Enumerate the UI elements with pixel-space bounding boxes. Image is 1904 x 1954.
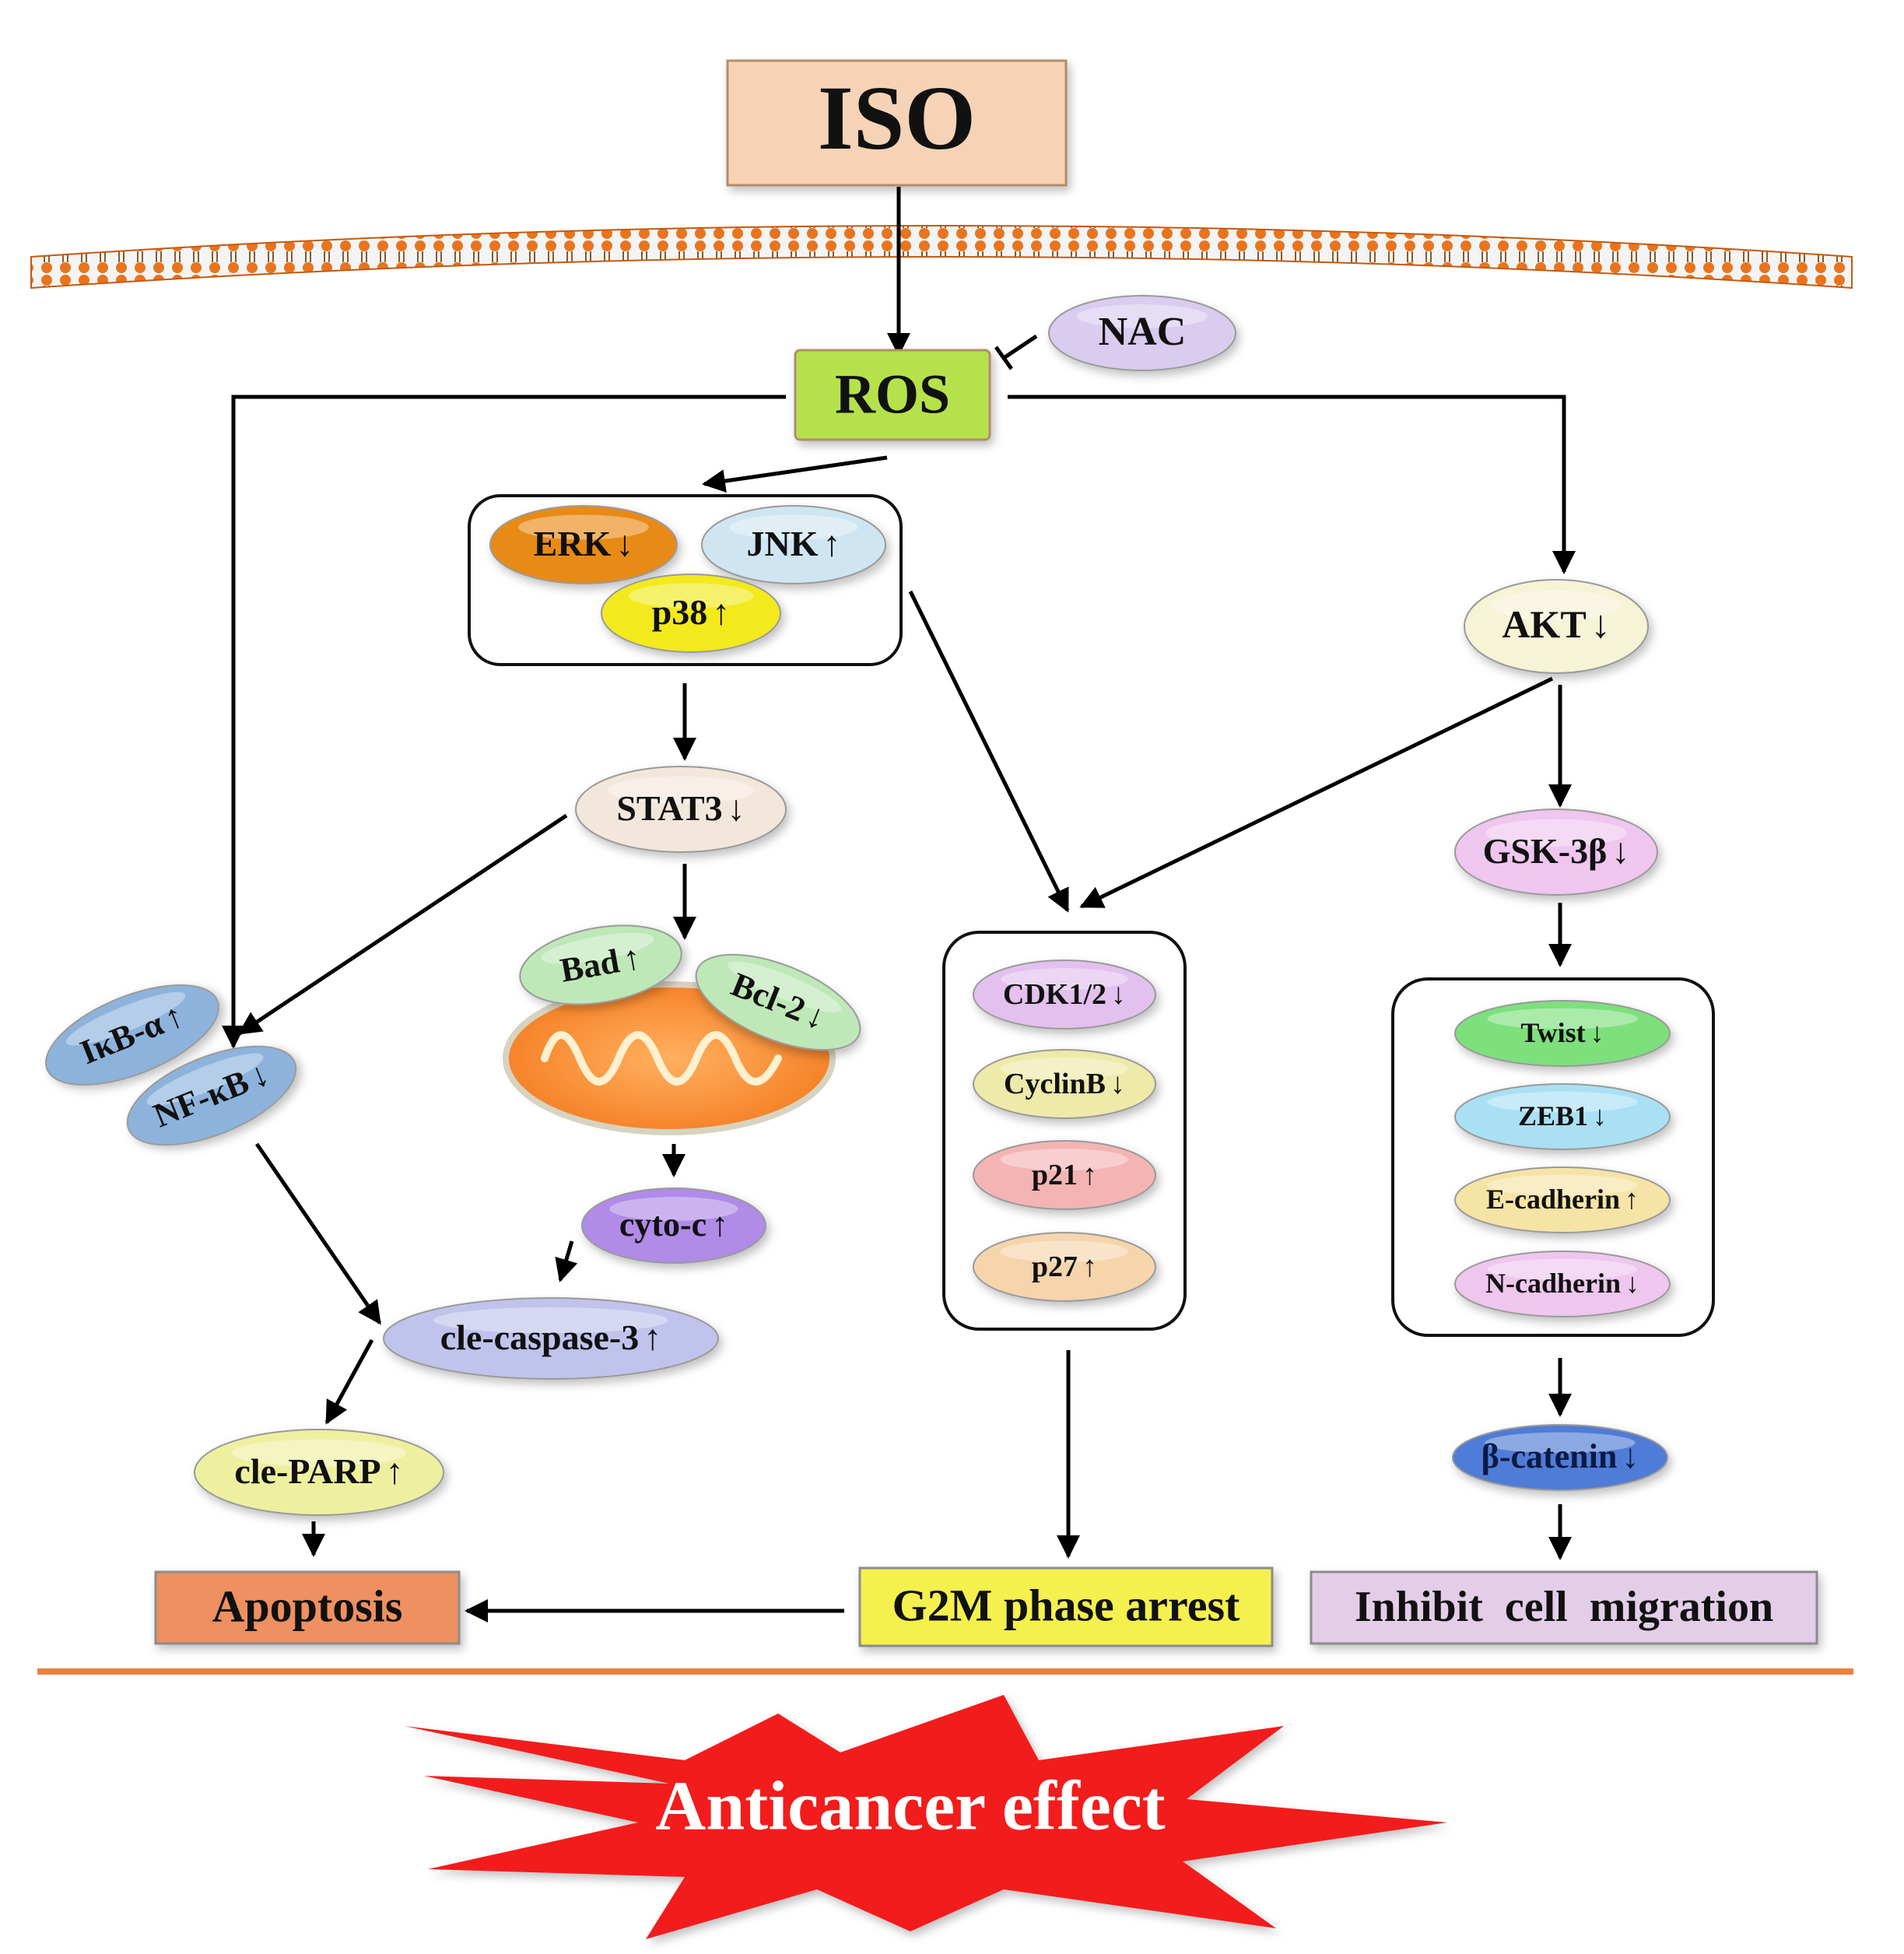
twist-label: Twist↓ [1520, 1017, 1604, 1048]
jnk-node: JNK↑ [701, 505, 886, 584]
cyclinb-node: CyclinB↓ [973, 1049, 1156, 1119]
p21-node: p21↑ [973, 1140, 1156, 1210]
anticancer-effect-label: Anticancer effect [655, 1768, 1166, 1845]
bcatenin-label: β-catenin↓ [1481, 1437, 1639, 1475]
cdk12-node: CDK1/2↓ [973, 959, 1156, 1030]
ncadherin-label: N-cadherin↓ [1485, 1268, 1639, 1299]
zeb1-regulation-arrow: ↓ [1593, 1100, 1607, 1131]
clecaspase3-node: cle-caspase-3↑ [383, 1297, 719, 1380]
cdk12-label: CDK1/2↓ [1003, 978, 1126, 1011]
twist-node: Twist↓ [1454, 1000, 1671, 1067]
cell-membrane [30, 225, 1853, 289]
arrow-caspase-parp [324, 1338, 374, 1425]
zeb1-label: ZEB1↓ [1518, 1100, 1607, 1131]
ncadherin-regulation-arrow: ↓ [1625, 1268, 1639, 1299]
nfkb-node: NF-κB↓ [126, 1045, 297, 1146]
p38-label: p38↑ [652, 592, 731, 632]
twist-regulation-arrow: ↓ [1590, 1017, 1604, 1048]
erk-node: ERK↓ [489, 505, 678, 584]
ecadherin-node: E-cadherin↑ [1454, 1166, 1671, 1233]
p21-label: p21↑ [1032, 1159, 1097, 1191]
bad-node: Bad↑ [519, 924, 682, 1005]
arrow-ros-ikba [222, 395, 786, 1049]
clecaspase3-label: cle-caspase-3↑ [440, 1317, 661, 1357]
p38-node: p38↑ [601, 574, 781, 653]
gsk3b-regulation-arrow: ↓ [1611, 831, 1629, 871]
burst-shape [405, 1695, 1447, 1939]
ncadherin-node: N-cadherin↓ [1454, 1251, 1671, 1317]
g2m-label: G2M phase arrest [892, 1580, 1240, 1630]
akt-regulation-arrow: ↓ [1591, 602, 1611, 646]
arrow-ros-akt [1008, 395, 1576, 574]
bcatenin-regulation-arrow: ↓ [1622, 1437, 1639, 1475]
akt-node: AKT↓ [1464, 579, 1649, 674]
gsk3b-label: GSK-3β↓ [1483, 831, 1630, 871]
ikba-node: IκB-α↑ [45, 984, 219, 1086]
mapk-group-box [468, 494, 903, 666]
g2m-outcome: G2M phase arrest [858, 1566, 1274, 1647]
iso-node: ISO [726, 59, 1068, 187]
cleparp-node: cle-PARP↑ [194, 1429, 444, 1516]
ros-label: ROS [835, 363, 950, 425]
cytoc-node: cyto-c↑ [581, 1187, 766, 1264]
p27-label: p27↑ [1032, 1251, 1097, 1283]
apoptosis-label: Apoptosis [212, 1580, 403, 1631]
bcl2-node: Bcl-2↓ [695, 953, 861, 1051]
apoptosis-outcome: Apoptosis [154, 1570, 461, 1645]
ros-node: ROS [794, 349, 991, 441]
stat3-label: STAT3↓ [616, 788, 745, 828]
cdk12-regulation-arrow: ↓ [1111, 978, 1126, 1011]
emt-group-box [1391, 977, 1715, 1337]
p21-regulation-arrow: ↑ [1082, 1159, 1097, 1191]
arrow-stat3-nfkb [237, 813, 568, 1036]
erk-label: ERK↓ [534, 524, 634, 563]
arrow-ros-mapk [702, 455, 888, 493]
cytoc-label: cyto-c↑ [619, 1205, 728, 1244]
gsk3b-node: GSK-3β↓ [1454, 809, 1658, 896]
arrow-nfkb-caspase [254, 1142, 382, 1325]
clecaspase3-regulation-arrow: ↑ [643, 1317, 661, 1357]
cytoc-regulation-arrow: ↑ [711, 1205, 728, 1244]
iso-label: ISO [818, 67, 976, 169]
arrow-akt-cellcycle [1079, 676, 1554, 909]
cyclinb-label: CyclinB↓ [1004, 1068, 1125, 1100]
erk-regulation-arrow: ↓ [615, 524, 633, 563]
stat3-node: STAT3↓ [575, 766, 787, 853]
p27-regulation-arrow: ↑ [1082, 1251, 1097, 1283]
cell-cycle-group-box [942, 931, 1187, 1331]
akt-label: AKT↓ [1502, 602, 1610, 646]
ecadherin-label: E-cadherin↑ [1486, 1184, 1639, 1215]
arrow-cytoc-caspase [555, 1240, 578, 1282]
cyclinb-regulation-arrow: ↓ [1110, 1068, 1125, 1100]
ecadherin-regulation-arrow: ↑ [1625, 1184, 1639, 1215]
inhibition-nac-ros [994, 334, 1038, 370]
migration-label: Inhibit cell migration [1355, 1583, 1773, 1631]
jnk-label: JNK↑ [747, 524, 841, 563]
stat3-regulation-arrow: ↓ [728, 788, 745, 828]
group-boxes [468, 494, 1715, 1337]
arrow-mapk-cellcycle [908, 590, 1070, 913]
bcatenin-node: β-catenin↓ [1452, 1424, 1668, 1491]
cleparp-regulation-arrow: ↑ [386, 1451, 404, 1491]
nac-node: NAC [1048, 295, 1236, 371]
nac-label: NAC [1099, 310, 1187, 354]
p38-regulation-arrow: ↑ [712, 592, 730, 632]
migration-outcome: Inhibit cell migration [1310, 1570, 1818, 1645]
zeb1-node: ZEB1↓ [1454, 1083, 1671, 1150]
anticancer-burst: Anticancer effect [405, 1695, 1447, 1939]
jnk-regulation-arrow: ↑ [823, 524, 841, 563]
p27-node: p27↑ [973, 1232, 1156, 1302]
cleparp-label: cle-PARP↑ [234, 1451, 403, 1491]
pathway-arrows [222, 187, 1576, 1622]
pathway-nodes: ISO ROS Apoptosis G2M phase arrest Inhibit c… [45, 59, 1818, 1647]
